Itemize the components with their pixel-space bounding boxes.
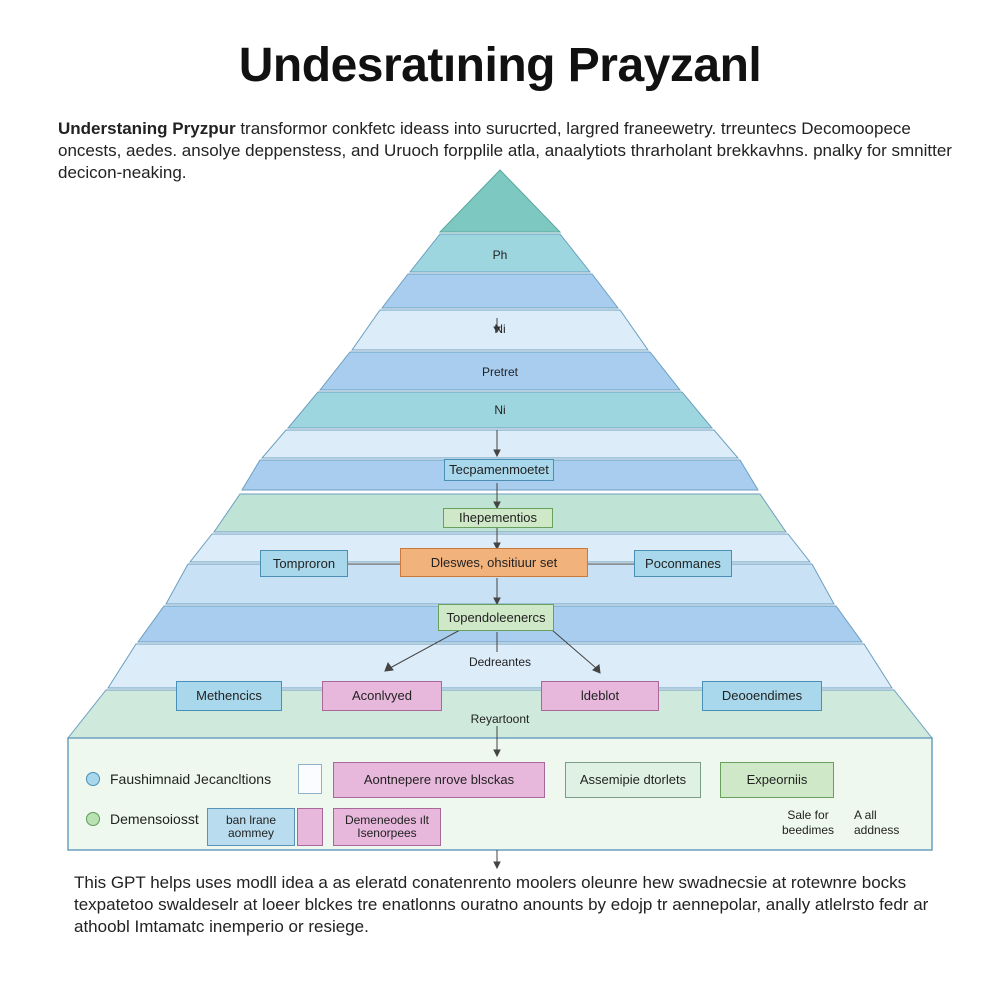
layer-label-4: Ni — [494, 403, 506, 417]
base-box-row2-blue: ban lrane aommey — [207, 808, 295, 846]
box-tier-b: Ihepementios — [443, 508, 553, 528]
box-left-c: Tomproron — [260, 550, 348, 577]
box-row-e-1: Methencics — [176, 681, 282, 711]
pyramid-band-2 — [380, 273, 620, 309]
intro-body: transformor conkfetc ideass into surucrt… — [58, 119, 952, 182]
layer-label-6: Reyartoont — [470, 712, 530, 726]
box-row-e-3: ldeblot — [541, 681, 659, 711]
layer-label-1: Ph — [492, 248, 508, 262]
pyramid-band-6 — [260, 429, 740, 459]
pyramid-band-5 — [286, 391, 714, 429]
box-row-e-2: Aconlvyed — [322, 681, 442, 711]
base-box-row2-pink-small — [297, 808, 323, 846]
box-tier-a: Tecpamenmoetet — [444, 459, 554, 481]
box-row-e-4: Deooendimes — [702, 681, 822, 711]
legend-swatch-empty — [298, 764, 322, 794]
base-box-row2-pink-text: Demeneodes ılt Isenorpees — [344, 813, 430, 840]
legend-label-2: Demensoiosst — [110, 811, 199, 827]
box-right-c: Poconmanes — [634, 550, 732, 577]
layer-label-3: Pretret — [481, 365, 518, 379]
base-box-row1-mint: Assemipie dtorlets — [565, 762, 701, 798]
base-box-row1-pink: Aontnepere nrove blsckas — [333, 762, 545, 798]
base-note-2: A all addness — [854, 808, 900, 837]
base-note-1: Sale for beedimes — [782, 808, 835, 837]
pyramid-apex — [438, 169, 562, 233]
pyramid-band-12 — [107, 643, 893, 689]
legend-dot-green — [86, 812, 100, 826]
legend-label-1: Faushimnaid Jecancltions — [110, 771, 272, 787]
page-title: Undesratıning Prayzanl — [238, 39, 762, 92]
base-box-row1-green: Expeorniis — [720, 762, 834, 798]
pyramid-band-1 — [408, 233, 592, 273]
box-tier-d: Topendoleenercs — [438, 604, 554, 631]
layer-label-5: Dedreantes — [468, 655, 532, 669]
intro-paragraph: Understaning Pryzpur transformor conkfet… — [58, 118, 958, 184]
intro-lead: Understaning Pryzpur — [58, 119, 236, 138]
legend-dot-blue — [86, 772, 100, 786]
layer-label-2: Ni — [494, 322, 506, 336]
base-box-row2-pink: Demeneodes ılt Isenorpees — [333, 808, 441, 846]
box-center-c: Dleswes, ohsitiuur set — [400, 548, 588, 577]
base-box-row2-blue-text: ban lrane aommey — [225, 813, 277, 840]
footer-paragraph: This GPT helps uses modll idea a as eler… — [74, 873, 929, 936]
pyramid-band-3 — [351, 309, 649, 351]
pyramid-band-4 — [318, 351, 682, 391]
